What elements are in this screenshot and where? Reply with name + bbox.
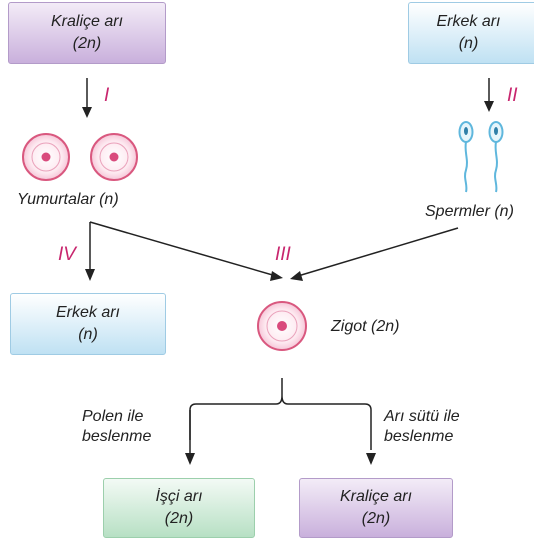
eggs-label: Yumurtalar (n)	[17, 191, 119, 208]
worker-ploidy: (2n)	[164, 510, 194, 527]
queen-bottom-box: Kraliçe arı (2n)	[299, 478, 453, 538]
zygote-cell	[257, 301, 307, 351]
worker-name: İşçi arı	[155, 488, 203, 505]
queen-top-ploidy: (2n)	[72, 35, 102, 52]
arrow-i	[82, 78, 92, 118]
pollen-feeding-line1: Polen ile	[82, 408, 144, 425]
sperm-cell-right	[488, 121, 504, 193]
step-iv-label: IV	[58, 244, 76, 265]
drone-mid-box: Erkek arı (n)	[10, 293, 166, 355]
branch-brace	[185, 378, 376, 465]
step-i-label: I	[104, 85, 110, 106]
drone-mid-ploidy: (n)	[78, 326, 98, 343]
royal-jelly-line2: beslenme	[384, 428, 454, 445]
drone-top-ploidy: (n)	[458, 35, 479, 52]
drone-top-name: Erkek arı	[436, 13, 501, 30]
drone-mid-name: Erkek arı	[55, 304, 120, 321]
royal-jelly-line1: Arı sütü ile	[384, 408, 460, 425]
queen-bottom-ploidy: (2n)	[361, 510, 391, 527]
arrow-iii	[89, 221, 459, 281]
arrow-iv	[85, 222, 95, 281]
egg-cell-right	[90, 133, 138, 181]
egg-cell-left	[22, 133, 70, 181]
royal-jelly-feeding-label: Arı sütü ile beslenme	[384, 407, 460, 447]
pollen-feeding-label: Polen ile beslenme	[82, 407, 151, 447]
sperms-label: Spermler (n)	[425, 203, 514, 220]
queen-top-box: Kraliçe arı (2n)	[8, 2, 166, 64]
sperm-cell-left	[458, 121, 474, 193]
queen-top-name: Kraliçe arı	[50, 13, 124, 30]
drone-top-box: Erkek arı (n)	[408, 2, 534, 64]
queen-bottom-name: Kraliçe arı	[339, 488, 413, 505]
zygote-label: Zigot (2n)	[331, 318, 400, 335]
pollen-feeding-line2: beslenme	[82, 428, 152, 445]
arrow-ii	[484, 78, 494, 112]
step-ii-label: II	[507, 85, 518, 106]
step-iii-label: III	[275, 244, 291, 265]
worker-box: İşçi arı (2n)	[103, 478, 255, 538]
